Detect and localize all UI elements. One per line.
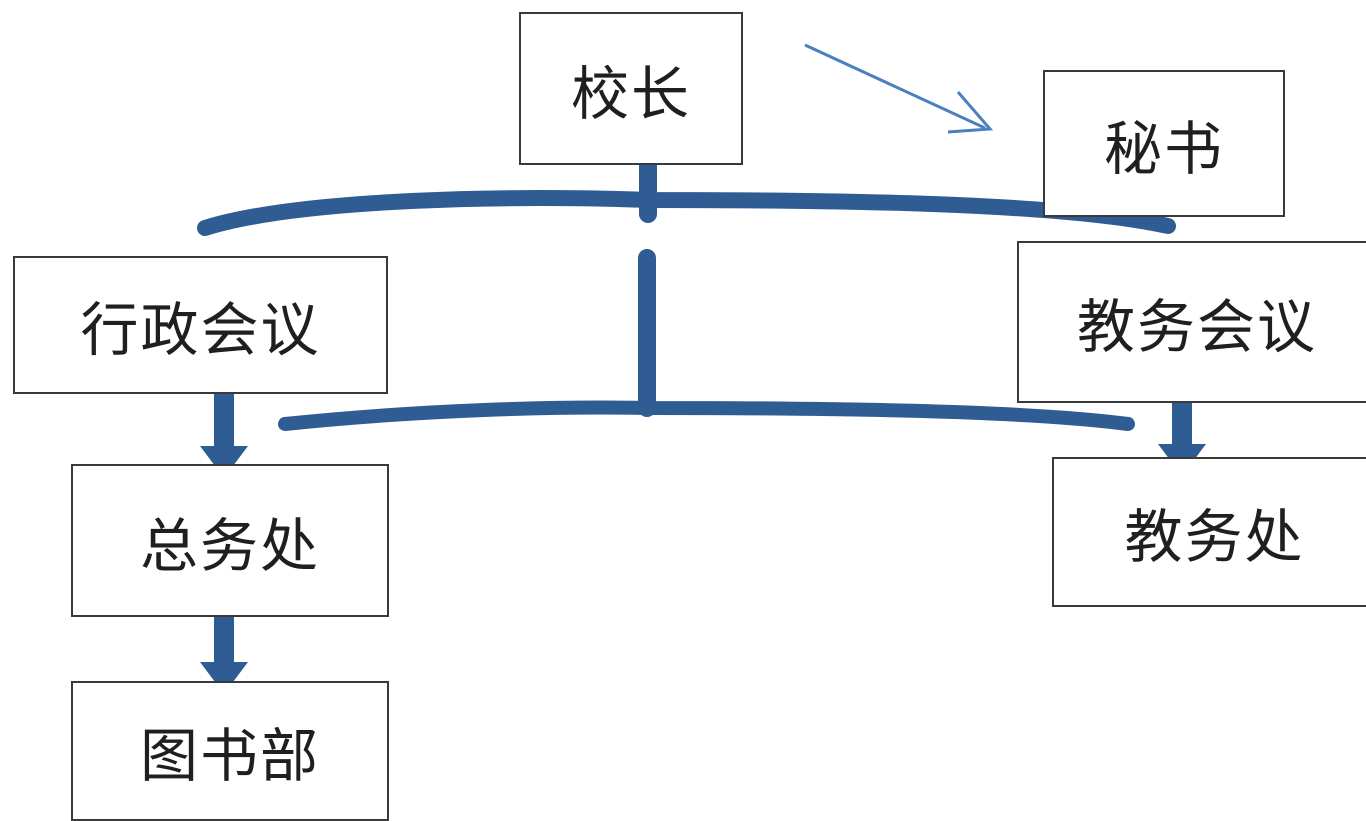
node-general-affairs-label: 总务处 bbox=[139, 511, 320, 580]
node-general-affairs: 总务处 bbox=[71, 464, 389, 617]
node-academic-meeting-label: 教务会议 bbox=[1076, 293, 1317, 361]
node-academic-office-label: 教务处 bbox=[1124, 503, 1305, 571]
lower-bracket bbox=[278, 400, 1135, 431]
node-academic-office: 教务处 bbox=[1052, 457, 1366, 607]
node-principal-label: 校长 bbox=[570, 59, 691, 128]
node-secretary: 秘书 bbox=[1043, 70, 1285, 217]
principal-to-secretary-arrowhead bbox=[947, 91, 994, 134]
node-principal: 校长 bbox=[519, 12, 743, 165]
node-admin-meeting: 行政会议 bbox=[13, 256, 388, 394]
upper-bracket bbox=[197, 190, 1176, 236]
node-library: 图书部 bbox=[71, 681, 389, 821]
principal-to-secretary-line bbox=[804, 43, 986, 130]
node-library-label: 图书部 bbox=[139, 722, 320, 790]
node-secretary-label: 秘书 bbox=[1103, 114, 1224, 183]
node-academic-meeting: 教务会议 bbox=[1017, 241, 1366, 403]
node-admin-meeting-label: 行政会议 bbox=[80, 296, 321, 364]
